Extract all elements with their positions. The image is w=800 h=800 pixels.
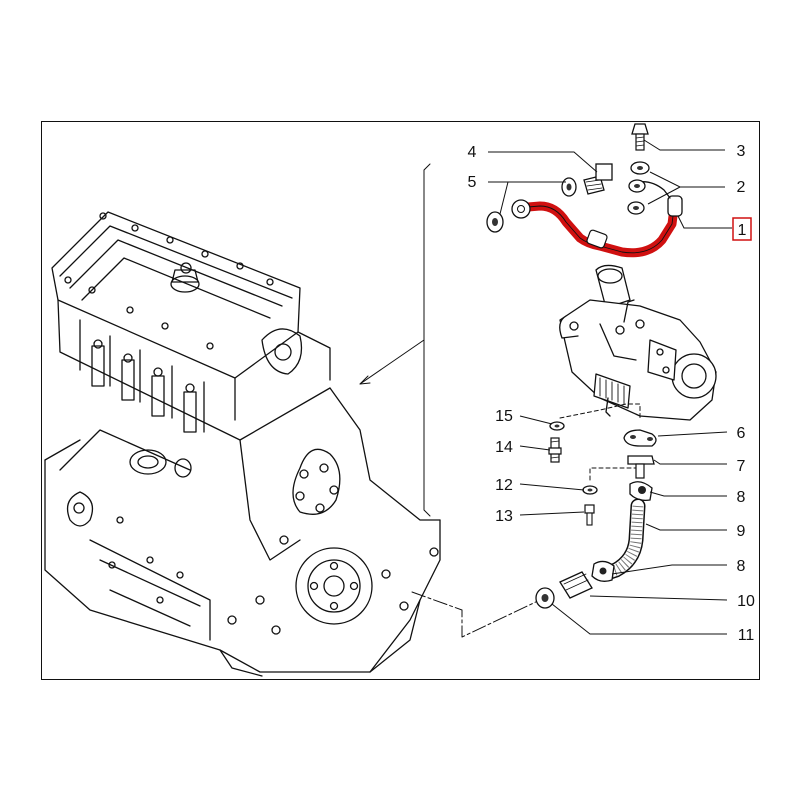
pipe-assembly <box>511 181 683 258</box>
callout-14: 14 <box>495 439 513 456</box>
washer-part-5-a <box>486 211 504 233</box>
banjo-bolt-part-4 <box>583 163 613 195</box>
callout-13: 13 <box>495 508 513 525</box>
callout-5: 5 <box>468 174 477 191</box>
bolt-part-3 <box>631 123 649 151</box>
washer-part-2-a <box>630 161 650 175</box>
callouts: 1 2 3 4 5 6 7 8 9 8 10 11 12 13 14 15 <box>468 143 755 644</box>
screw-part-13 <box>584 504 595 526</box>
callout-6: 6 <box>737 425 746 442</box>
callout-2: 2 <box>737 179 746 196</box>
centerline-lower <box>411 591 541 638</box>
engine-reference-arrow <box>359 339 425 385</box>
callout-15: 15 <box>495 408 513 425</box>
callout-4: 4 <box>468 144 477 161</box>
callout-11: 11 <box>738 627 755 644</box>
hose-part-9 <box>596 498 646 582</box>
callout-1-box <box>732 217 752 241</box>
gasket-part-6 <box>623 429 657 447</box>
clamp-part-8-upper <box>629 481 653 502</box>
callout-1: 1 <box>738 222 747 239</box>
washer-part-12 <box>582 485 598 495</box>
callout-12: 12 <box>495 477 513 494</box>
callout-3: 3 <box>737 143 746 160</box>
engine-reference-arrow-head <box>359 375 371 385</box>
union-part-10 <box>559 571 593 599</box>
guide-pump-to-15 <box>559 403 641 419</box>
callout-8-lower: 8 <box>737 558 746 575</box>
leader-lines <box>488 139 732 635</box>
stud-part-14 <box>548 437 562 463</box>
washer-part-15 <box>549 421 565 431</box>
guide-7-to-12 <box>589 467 637 481</box>
pump-illustration <box>559 264 717 421</box>
flange-part-7 <box>627 455 655 479</box>
engine-block-illustration <box>44 211 441 677</box>
callout-7: 7 <box>737 458 746 475</box>
callout-10: 10 <box>737 593 755 610</box>
washer-part-5-b <box>561 177 577 197</box>
callout-9: 9 <box>737 523 746 540</box>
washer-part-2-c <box>627 201 645 215</box>
pipe-fitting-right <box>667 195 683 217</box>
pipe-sleeve <box>586 229 608 249</box>
washer-part-2-b <box>628 179 646 193</box>
clamp-part-8-lower <box>591 560 615 582</box>
seal-part-11 <box>535 587 555 609</box>
callout-8-upper: 8 <box>737 489 746 506</box>
